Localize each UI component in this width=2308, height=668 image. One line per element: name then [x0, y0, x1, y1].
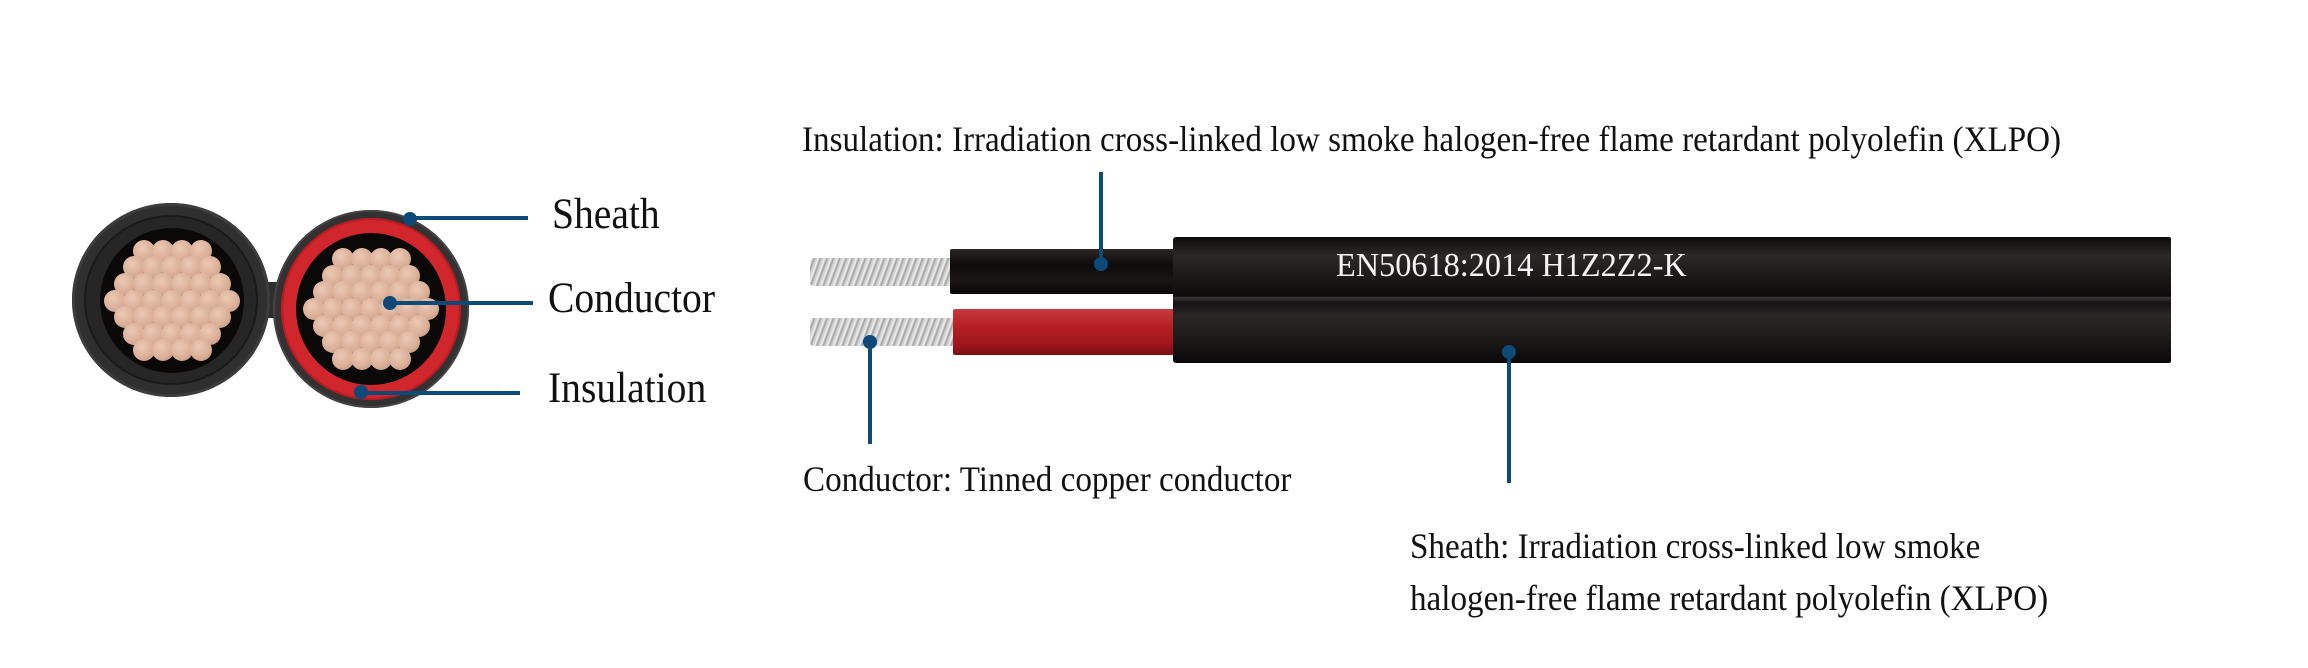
- copper-strand: [161, 322, 183, 345]
- copper-strand: [151, 272, 174, 295]
- copper-strand: [322, 331, 344, 354]
- copper-strand: [350, 248, 373, 271]
- copper-strand: [132, 306, 155, 329]
- copper-strand: [331, 248, 354, 271]
- copper-strand: [341, 331, 363, 354]
- copper-strand: [312, 281, 335, 304]
- copper-strand: [331, 314, 354, 337]
- copper-strand: [369, 248, 392, 271]
- copper-strand: [331, 347, 354, 370]
- copper-strand: [189, 272, 212, 295]
- copper-strand: [360, 298, 382, 320]
- copper-strand: [132, 272, 155, 295]
- copper-strand: [123, 322, 145, 345]
- copper-strand: [208, 272, 231, 295]
- cable-sheath: [1173, 237, 2171, 363]
- copper-strand: [199, 322, 221, 345]
- sheath-callout-line: [1507, 352, 1511, 483]
- copper-strand: [369, 314, 392, 337]
- copper-strand: [142, 256, 164, 279]
- copper-strand: [388, 347, 411, 370]
- copper-strand: [312, 314, 335, 337]
- copper-strand: [170, 339, 193, 362]
- copper-strand: [341, 264, 363, 287]
- copper-strand: [398, 264, 420, 287]
- copper-strand: [379, 331, 401, 354]
- copper-strand: [113, 306, 136, 329]
- insulation-callout-line: [1099, 172, 1103, 264]
- sheath-callout-line-1: Sheath: Irradiation cross-linked low smo…: [1410, 526, 1981, 566]
- sheath-leader-line: [410, 216, 528, 220]
- copper-strand: [199, 289, 221, 312]
- conductor-callout: Conductor: Tinned copper conductor: [803, 459, 1292, 499]
- copper-strand: [341, 298, 363, 320]
- copper-strand: [113, 272, 136, 295]
- copper-strand: [388, 314, 411, 337]
- cable-marking: EN50618:2014 H1Z2Z2-K: [1336, 247, 1687, 284]
- copper-strand: [388, 248, 411, 271]
- copper-strand: [322, 264, 344, 287]
- conductor-leader-line: [390, 301, 533, 305]
- copper-strand: [170, 272, 193, 295]
- copper-strand: [407, 314, 430, 337]
- copper-strand: [189, 239, 212, 262]
- copper-strand: [142, 322, 164, 345]
- copper-strand: [303, 298, 325, 320]
- copper-strand: [180, 289, 202, 312]
- copper-strand: [132, 339, 155, 362]
- copper-strand: [123, 289, 145, 312]
- conductor-strands-right: [296, 233, 446, 385]
- copper-strand: [350, 281, 373, 304]
- copper-strand: [123, 256, 145, 279]
- insulation-callout: Insulation: Irradiation cross-linked low…: [802, 119, 2062, 159]
- copper-strand: [379, 264, 401, 287]
- copper-strand: [151, 239, 174, 262]
- copper-strand: [208, 306, 231, 329]
- copper-strand: [199, 256, 221, 279]
- conductor-callout-line: [868, 342, 872, 444]
- conductor-strands-left: [100, 228, 244, 373]
- conductor-top: [810, 258, 960, 286]
- copper-strand: [180, 322, 202, 345]
- copper-strand: [142, 289, 164, 312]
- copper-strand: [161, 256, 183, 279]
- insulation-leader-line: [361, 391, 520, 395]
- copper-strand: [151, 339, 174, 362]
- insulation-red: [953, 309, 1185, 355]
- insulation-black: [950, 249, 1180, 294]
- insulation-callout-dot: [1094, 257, 1108, 271]
- copper-strand: [161, 289, 183, 312]
- copper-strand: [170, 239, 193, 262]
- insulation-label: Insulation: [548, 365, 707, 412]
- copper-strand: [189, 306, 212, 329]
- copper-strand: [180, 256, 202, 279]
- copper-strand: [350, 314, 373, 337]
- copper-strand: [170, 306, 193, 329]
- copper-strand: [398, 331, 420, 354]
- conductor-label: Conductor: [548, 275, 716, 322]
- sheath-label: Sheath: [552, 191, 660, 238]
- conductor-bottom: [810, 318, 962, 346]
- copper-strand: [322, 298, 344, 320]
- copper-strand: [360, 331, 382, 354]
- copper-strand: [331, 281, 354, 304]
- sheath-callout-line-2: halogen-free flame retardant polyolefin …: [1410, 578, 2049, 618]
- copper-strand: [104, 289, 126, 312]
- copper-strand: [369, 347, 392, 370]
- copper-strand: [360, 264, 382, 287]
- copper-strand: [189, 339, 212, 362]
- copper-strand: [151, 306, 174, 329]
- copper-strand: [407, 281, 430, 304]
- copper-strand: [350, 347, 373, 370]
- copper-strand: [218, 289, 240, 312]
- copper-strand: [132, 239, 155, 262]
